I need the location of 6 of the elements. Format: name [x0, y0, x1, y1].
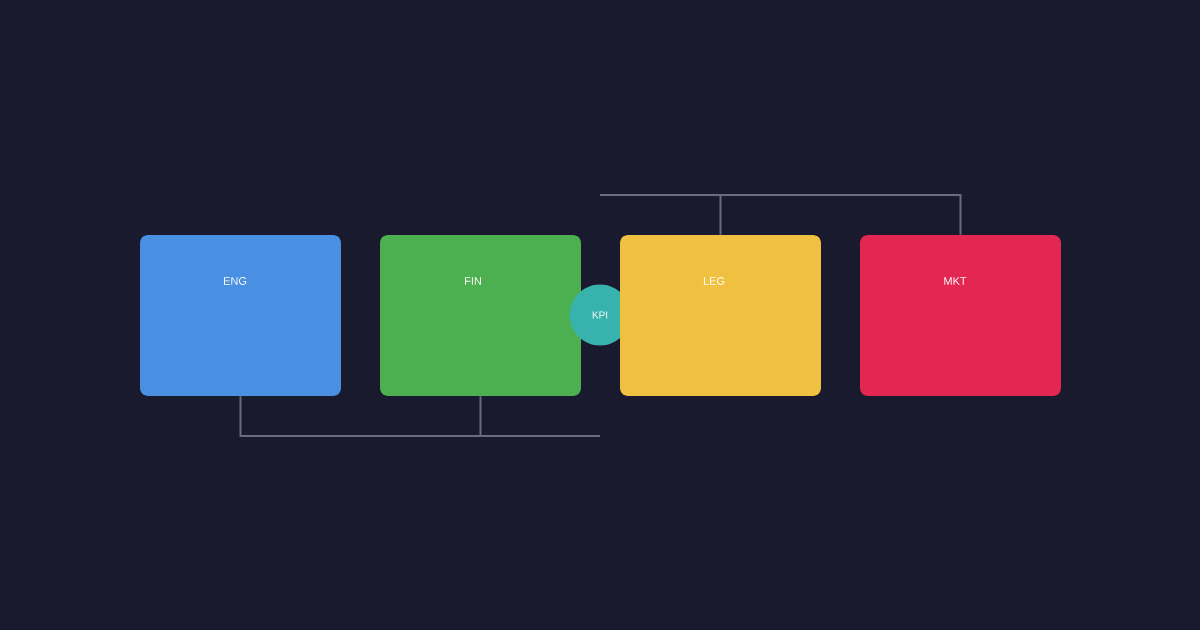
connector-line — [479, 395, 601, 437]
department-box: MKT — [860, 235, 1061, 396]
department-box: LEG — [620, 235, 821, 396]
department-box: FIN — [380, 235, 581, 396]
connector-line — [599, 194, 962, 236]
department-box: ENG — [140, 235, 341, 396]
